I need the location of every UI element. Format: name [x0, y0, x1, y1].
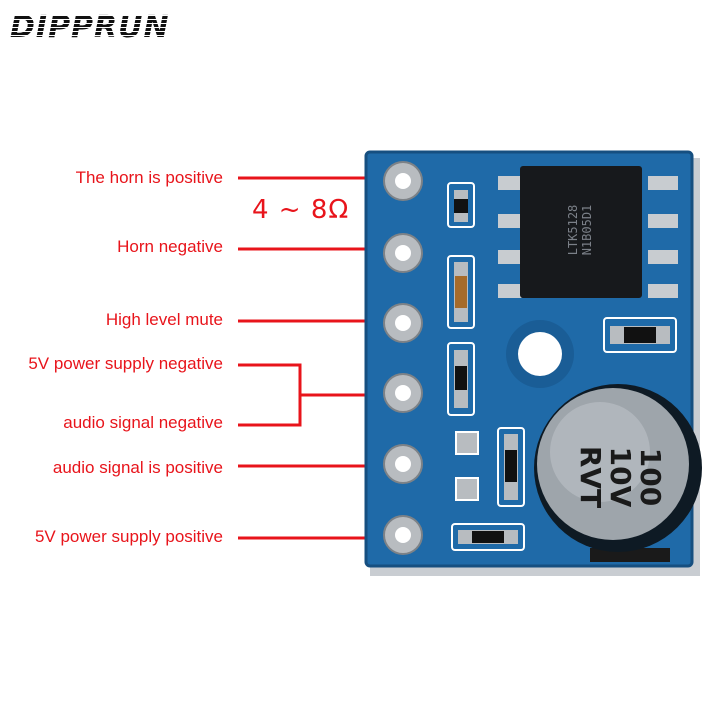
- pin-6: [383, 515, 423, 555]
- chip-marking-line1: LTK5128: [566, 204, 580, 256]
- electrolytic-capacitor: [534, 384, 702, 562]
- pin-2: [383, 233, 423, 273]
- amplifier-ic: [498, 166, 678, 298]
- label-power-negative: 5V power supply negative: [28, 354, 223, 373]
- capacitor-marking-line2: 10V: [604, 446, 637, 508]
- chip-marking: LTK5128 N1B05D1: [566, 180, 594, 280]
- chip-marking-line2: N1B05D1: [580, 204, 594, 256]
- pin-3: [383, 303, 423, 343]
- pin-1: [383, 161, 423, 201]
- label-horn-negative: Horn negative: [117, 237, 223, 256]
- pin-4: [383, 373, 423, 413]
- label-horn-positive: The horn is positive: [75, 168, 223, 187]
- capacitor-marking-line1: 100: [634, 447, 667, 507]
- label-high-level-mute: High level mute: [105, 310, 223, 329]
- smd-components: [447, 182, 677, 551]
- label-audio-positive: audio signal is positive: [52, 458, 223, 477]
- pcb-edge: [364, 150, 694, 568]
- header-pins: [383, 161, 423, 555]
- mounting-hole: [518, 332, 562, 376]
- capacitor-marking: 100 10V RVT: [574, 417, 667, 537]
- bracket-ground: [238, 363, 302, 427]
- leader-lines: [238, 176, 378, 540]
- capacitor-marking-line3: RVT: [574, 445, 607, 509]
- label-power-positive: 5V power supply positive: [34, 527, 223, 546]
- impedance-label: 4 ~ 8Ω: [252, 195, 350, 225]
- label-audio-negative: audio signal negative: [63, 413, 223, 432]
- pin-5: [383, 444, 423, 484]
